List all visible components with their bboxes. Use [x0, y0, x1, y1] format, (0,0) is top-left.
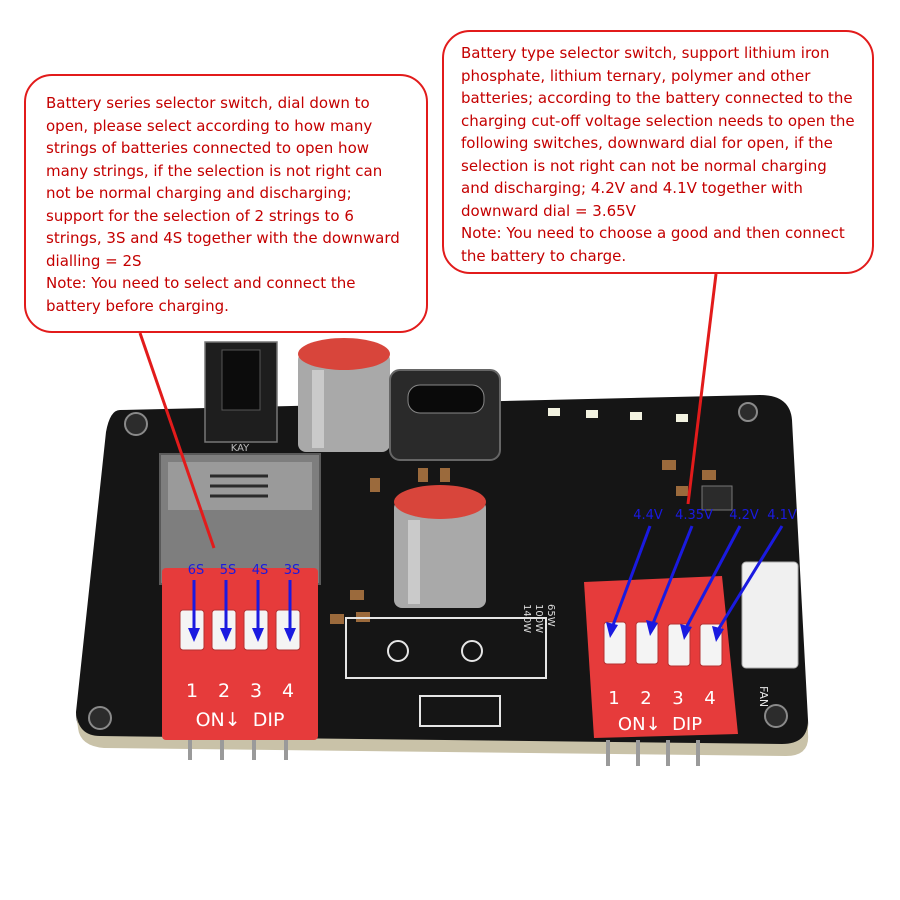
dip-number: 4 — [704, 688, 715, 709]
dip-number: 1 — [608, 688, 619, 709]
dip-number: 1 — [186, 680, 198, 702]
usb-c-connector — [389, 369, 501, 461]
series-callout-pointer — [138, 332, 216, 549]
dip-number: 2 — [640, 688, 651, 709]
fan-connector — [741, 561, 799, 669]
svg-text:140W: 140W — [521, 604, 532, 633]
type-callout-pointer — [686, 273, 718, 505]
header-pins — [188, 738, 700, 766]
type-dip-switch: 1 2 3 4 ON↓ DIP — [584, 576, 738, 738]
switch-label-4s: 4S — [252, 563, 269, 578]
silkscreen-text: 65W 100W 140W — [521, 604, 556, 633]
dip-number: 3 — [672, 688, 683, 709]
switch-label-6s: 6S — [188, 563, 205, 578]
capacitor-top — [394, 485, 486, 519]
dip-number: 2 — [218, 680, 230, 702]
status-leds — [548, 408, 688, 422]
voltage-labels: 4.4V 4.35V 4.2V 4.1V — [633, 508, 797, 523]
dip-marking: ON↓ DIP — [618, 714, 702, 735]
series-dip-switch: 1 2 3 4 ON↓ DIP — [162, 568, 318, 740]
svg-text:65W: 65W — [545, 604, 556, 627]
button-marking: KAY — [231, 443, 250, 454]
battery-type-callout: Battery type selector switch, support li… — [442, 30, 874, 274]
switch-label-4.4v: 4.4V — [633, 508, 663, 523]
dip-number: 4 — [282, 680, 294, 702]
switch-label-3s: 3S — [284, 563, 301, 578]
switch-label-4.2v: 4.2V — [729, 508, 759, 523]
voltage-arrows — [606, 525, 784, 642]
series-selector-description: Battery series selector switch, dial dow… — [46, 94, 400, 270]
battery-type-description: Battery type selector switch, support li… — [461, 44, 855, 220]
capacitor-highlight — [408, 520, 420, 604]
series-selector-callout: Battery series selector switch, dial dow… — [24, 74, 428, 333]
push-button-cap — [221, 349, 261, 411]
ic-chip — [701, 485, 733, 511]
switch-label-4.1v: 4.1V — [767, 508, 797, 523]
inductor-marking — [210, 474, 268, 498]
series-labels: 6S 5S 4S 3S — [188, 563, 301, 578]
fan-label: FAN — [757, 686, 770, 707]
series-selector-note: Note: You need to select and connect the… — [46, 274, 356, 315]
dip-marking: ON↓ DIP — [196, 709, 285, 731]
mounting-hole — [764, 704, 788, 728]
switch-label-5s: 5S — [220, 563, 237, 578]
mounting-hole — [124, 412, 148, 436]
battery-type-note: Note: You need to choose a good and then… — [461, 224, 845, 265]
pcb-edge — [76, 712, 809, 756]
mounting-hole — [738, 402, 758, 422]
switch-label-4.35v: 4.35V — [675, 508, 713, 523]
silkscreen — [345, 617, 547, 727]
capacitor-top — [298, 338, 390, 370]
capacitor-highlight — [312, 370, 324, 448]
mounting-hole — [88, 706, 112, 730]
usb-c-port — [407, 384, 485, 414]
dip-number: 3 — [250, 680, 262, 702]
series-arrows — [188, 580, 296, 642]
svg-text:100W: 100W — [533, 604, 544, 633]
